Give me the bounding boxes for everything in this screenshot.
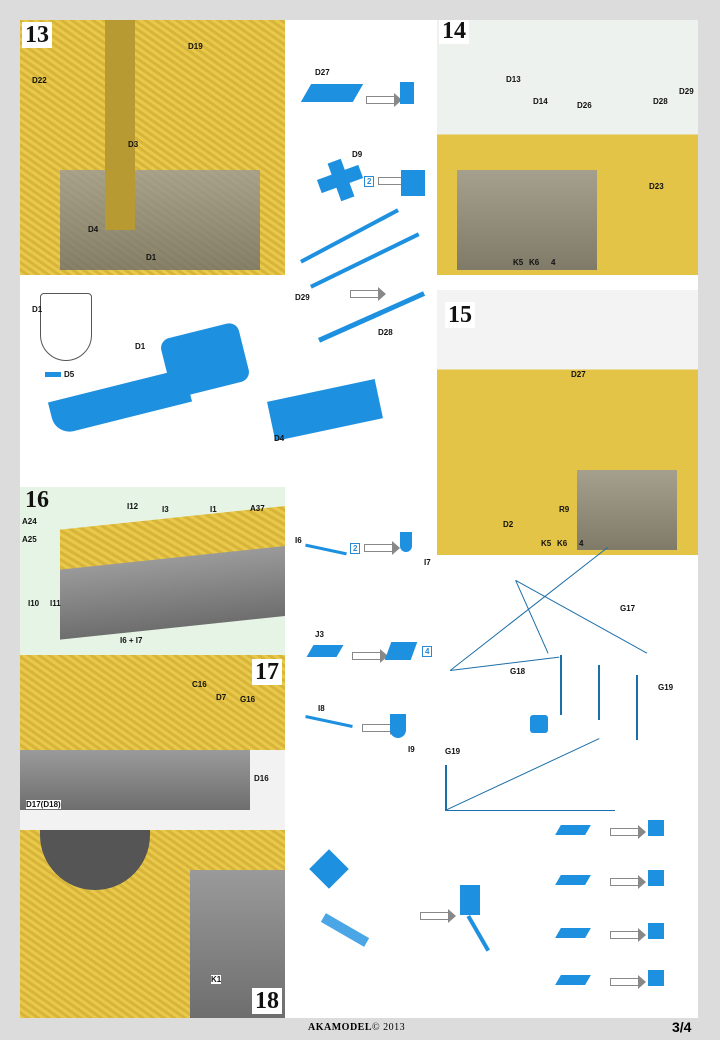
step-16-photo: 16 I12 I3 I1 A37 A24 A25 I10 I11 I6 + I7 — [20, 487, 285, 655]
part-label: D2 — [503, 520, 514, 529]
part-label: 4 — [579, 539, 584, 548]
part-label: D23 — [649, 182, 664, 191]
part-label: G18 — [510, 667, 526, 676]
copyright: © 2013 — [372, 1022, 406, 1033]
step-number: 17 — [252, 659, 282, 685]
step-13-photo: 13 D19 D22 D3 D4 D1 — [20, 20, 285, 275]
part-label: D26 — [577, 101, 592, 110]
part-label: D22 — [32, 76, 47, 85]
part-label: D13 — [506, 75, 521, 84]
etched-icon — [530, 715, 548, 733]
part-label: I6 — [295, 536, 302, 545]
part-label: D4 — [88, 225, 99, 234]
part-label: D17(D18) — [26, 800, 61, 809]
step-15-photo: 15 D27 D2 R9 K5 K6 4 — [437, 290, 698, 555]
step-number: 15 — [445, 302, 475, 328]
part-label: D5 — [64, 370, 75, 379]
step-number: 14 — [439, 20, 469, 44]
part-label: I6 + I7 — [120, 636, 143, 645]
step-number: 13 — [22, 22, 52, 48]
part-label: I3 — [162, 505, 169, 514]
part-label: D27 — [315, 68, 330, 77]
part-label: D7 — [216, 693, 227, 702]
part-label: K1 — [211, 975, 222, 984]
part-label: I12 — [127, 502, 139, 511]
step-14-photo: 14 D13 D14 D26 D28 D29 D23 K5 K6 4 — [437, 20, 698, 275]
part-label: I8 — [318, 704, 325, 713]
step-18-photo: 18 K1 — [20, 830, 285, 1018]
part-label: D19 — [188, 42, 203, 51]
part-label: D28 — [653, 97, 668, 106]
part-label: C16 — [192, 680, 207, 689]
part-label: A37 — [250, 504, 265, 513]
part-label: D16 — [254, 774, 269, 783]
part-label: D1 — [135, 342, 146, 351]
step-number: 16 — [25, 487, 49, 513]
part-label: K5 — [541, 539, 552, 548]
part-label: G17 — [620, 604, 636, 613]
quantity-badge: 2 — [364, 176, 375, 187]
step-17-photo: 17 C16 D7 G16 D16 D17(D18) — [20, 655, 285, 830]
part-label: D27 — [571, 370, 586, 379]
part-label: R9 — [559, 505, 570, 514]
quantity-badge: 2 — [350, 543, 361, 554]
part-label: K6 — [557, 539, 568, 548]
part-label: D3 — [128, 140, 139, 149]
part-label: D4 — [274, 434, 285, 443]
part-label: D28 — [378, 328, 393, 337]
part-label: I10 — [28, 599, 40, 608]
part-label: G19 — [445, 747, 461, 756]
brand-name: AKAMODEL — [308, 1022, 372, 1033]
part-label: G16 — [240, 695, 256, 704]
part-label: G19 — [658, 683, 674, 692]
part-label: A25 — [22, 535, 37, 544]
part-label: D14 — [533, 97, 548, 106]
part-label: 4 — [551, 258, 556, 267]
part-label: D1 — [32, 305, 43, 314]
part-label: I9 — [408, 745, 415, 754]
part-label: D29 — [295, 293, 310, 302]
page-number: 3/4 — [672, 1019, 692, 1035]
quantity-badge: 4 — [422, 646, 433, 657]
part-label: K6 — [529, 258, 540, 267]
part-label: J3 — [315, 630, 324, 639]
step-number: 18 — [252, 988, 282, 1014]
part-label: I1 — [210, 505, 217, 514]
part-label: A24 — [22, 517, 37, 526]
part-label: D29 — [679, 87, 694, 96]
part-label: I11 — [50, 599, 61, 608]
part-label: D1 — [146, 253, 157, 262]
part-label: K5 — [513, 258, 524, 267]
part-label: I7 — [424, 558, 431, 567]
footer-brand: AKAMODEL© 2013 — [308, 1022, 405, 1033]
part-label: D9 — [352, 150, 363, 159]
